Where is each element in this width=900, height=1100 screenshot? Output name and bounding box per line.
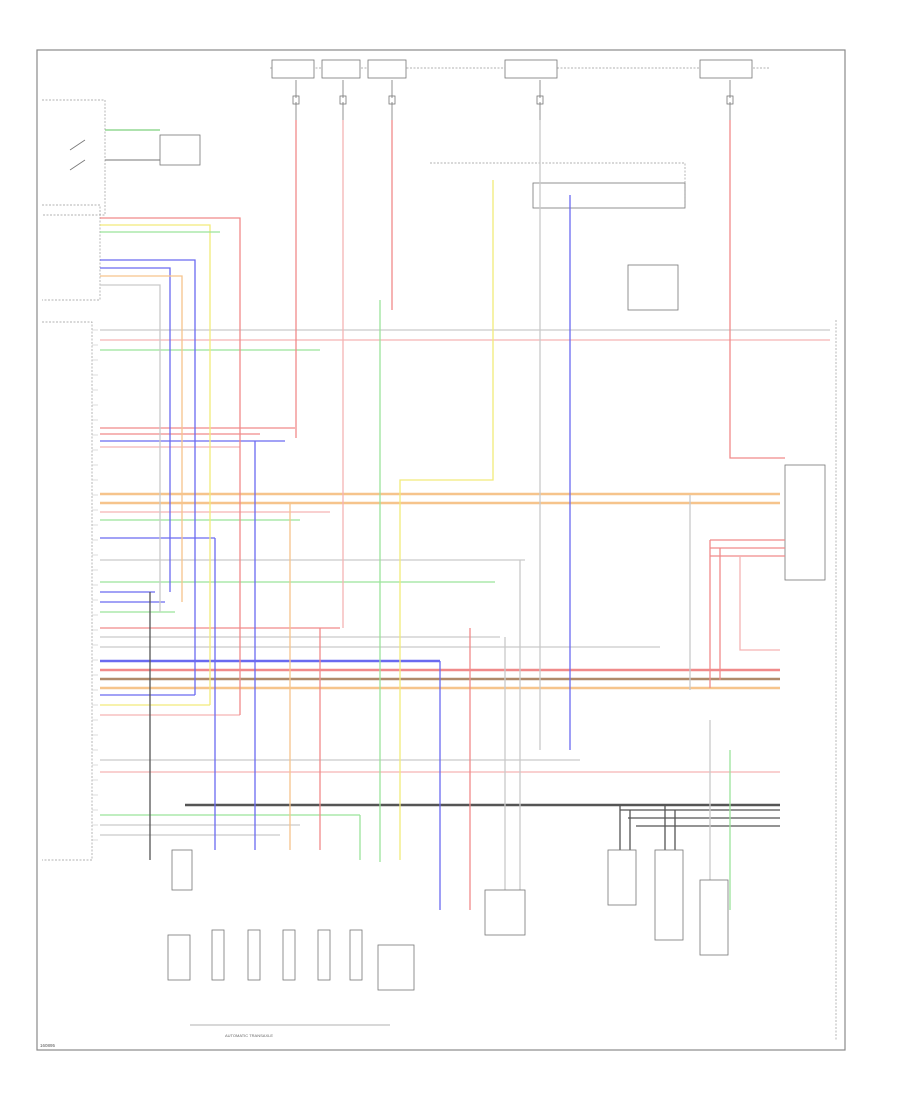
transmission-range-switch <box>42 99 201 301</box>
diagram-frame <box>36 49 846 1051</box>
bottom-label: AUTOMATIC TRANSAXLE <box>225 1033 273 1038</box>
fuse-symbols <box>292 80 734 120</box>
footer-code: 160895 <box>40 1043 56 1048</box>
bottom-solenoids <box>167 849 729 1026</box>
fuse-top-section <box>270 59 770 120</box>
vertical-wires <box>100 120 785 910</box>
footer: 160895 AUTOMATIC TRANSAXLE <box>40 1033 273 1048</box>
ecm-connector-block <box>42 321 98 861</box>
pin-stubs <box>92 329 98 841</box>
right-components <box>430 162 837 1040</box>
fuse-labels-top <box>271 59 753 79</box>
